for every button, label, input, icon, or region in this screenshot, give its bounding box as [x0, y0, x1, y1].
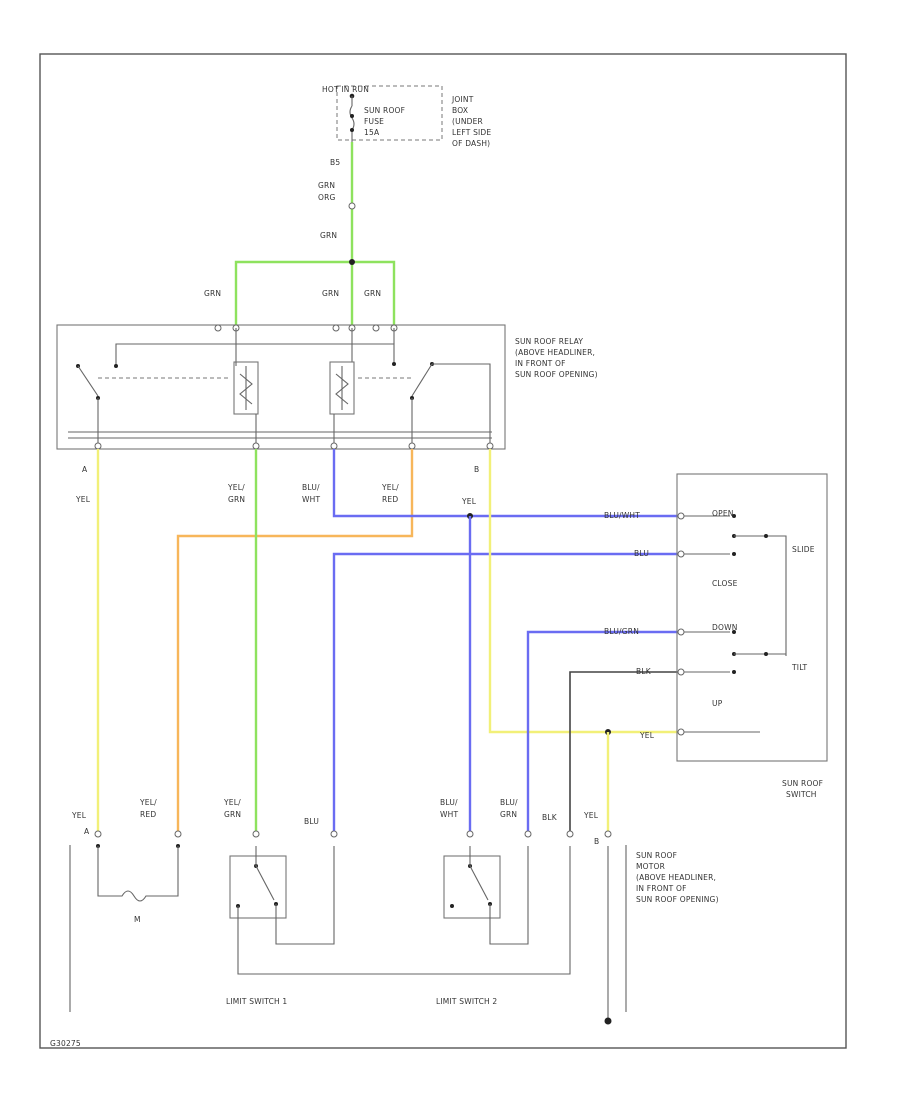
fuse-block: HOT IN RUN SUN ROOF FUSE 15A JOINT BOX (…	[322, 85, 491, 148]
joint-box-line-3: (UNDER	[452, 117, 483, 126]
label-yel-grn-1: YEL/	[227, 483, 245, 492]
motor-label-line-1: SUN ROOF	[636, 851, 677, 860]
sunroof-relay: SUN ROOF RELAY (ABOVE HEADLINER, IN FRON…	[56, 324, 598, 450]
relay-label-line-4: SUN ROOF OPENING)	[515, 370, 598, 379]
label-blu-grn-switch: BLU/GRN	[604, 627, 639, 636]
switch-up: UP	[712, 699, 723, 708]
hot-in-run-label: HOT IN RUN	[322, 85, 369, 94]
label-grn-org-1: GRN	[318, 181, 335, 190]
label-blu-switch: BLU	[634, 549, 649, 558]
joint-box-line-2: BOX	[452, 106, 468, 115]
limit-switch-2-label: LIMIT SWITCH 2	[436, 997, 497, 1006]
motor-symbol	[97, 846, 179, 902]
bottom-yel-a: YEL	[71, 811, 87, 820]
switch-tilt: TILT	[791, 663, 808, 672]
wire-blu-wht	[332, 449, 680, 518]
motor-label-line-2: MOTOR	[636, 862, 665, 871]
label-yel-grn-2: GRN	[228, 495, 245, 504]
bottom-blu-grn-2: GRN	[500, 810, 517, 819]
motor-label-line-3: (ABOVE HEADLINER,	[636, 873, 716, 882]
bottom-blk: BLK	[542, 813, 558, 822]
motor-label-line-4: IN FRONT OF	[636, 884, 687, 893]
switch-down: DOWN	[712, 623, 738, 632]
label-yel-switch: YEL	[639, 731, 655, 740]
bottom-blu: BLU	[304, 817, 319, 826]
bottom-blu-wht-2: WHT	[440, 810, 458, 819]
label-blu-wht-2: WHT	[302, 495, 320, 504]
relay-label-line-1: SUN ROOF RELAY	[515, 337, 583, 346]
switch-close: CLOSE	[712, 579, 738, 588]
bottom-yel-grn-2: GRN	[224, 810, 241, 819]
fuse-line-3: 15A	[364, 128, 380, 137]
label-yel-b: YEL	[461, 497, 477, 506]
label-grn-top: GRN	[320, 231, 337, 240]
bottom-blu-wht-1: BLU/	[440, 798, 458, 807]
switch-open: OPEN	[712, 509, 734, 518]
wire-yel-switch	[488, 449, 680, 734]
switch-slide: SLIDE	[792, 545, 815, 554]
label-grn-org-2: ORG	[318, 193, 336, 202]
wire-grn-left	[234, 260, 352, 326]
wire-grn-right	[352, 260, 396, 326]
motor-m: M	[134, 915, 141, 924]
connector-a: A	[82, 465, 88, 474]
label-yel-red-2: RED	[382, 495, 398, 504]
joint-box-line-1: JOINT	[451, 95, 474, 104]
fuse-line-2: FUSE	[364, 117, 384, 126]
relay-label-line-3: IN FRONT OF	[515, 359, 566, 368]
connector-b: B	[474, 465, 479, 474]
green-feed-wires: B5 GRN ORG GRN GRN GRN GRN	[204, 142, 396, 326]
bottom-connector-a: A	[84, 827, 90, 836]
label-blu-wht-1: BLU/	[302, 483, 320, 492]
limit-switch-1-label: LIMIT SWITCH 1	[226, 997, 287, 1006]
bottom-yel-red-2: RED	[140, 810, 156, 819]
wire-yel-red	[176, 449, 414, 832]
sunroof-motor-assembly: M SUN ROOF MOTOR (ABOVE HEADLINER, IN FR…	[69, 830, 719, 1025]
bottom-wire-labels: YEL YEL/ RED YEL/ GRN BLU BLU/ WHT BLU/ …	[71, 798, 599, 846]
label-yel-relay: YEL	[75, 495, 91, 504]
label-blk-switch: BLK	[636, 667, 652, 676]
bottom-yel-b: YEL	[583, 811, 599, 820]
joint-box-line-5: OF DASH)	[452, 139, 490, 148]
bottom-connector-b: B	[594, 837, 599, 846]
wire-blk	[569, 671, 680, 832]
harness-wires: A B YEL YEL/ GRN BLU/ WHT YEL/ RED YEL B…	[75, 449, 680, 832]
wire-blu-grn	[526, 630, 680, 832]
fuse-line-1: SUN ROOF	[364, 106, 405, 115]
limit-switch-2-box	[443, 855, 501, 919]
limit-switch-1-box	[229, 855, 287, 919]
motor-label-line-5: SUN ROOF OPENING)	[636, 895, 719, 904]
sunroof-switch: OPEN SLIDE CLOSE DOWN TILT UP SUN ROOF S…	[676, 473, 828, 799]
relay-label-line-2: (ABOVE HEADLINER,	[515, 348, 595, 357]
label-grn-center: GRN	[322, 289, 339, 298]
label-grn-right: GRN	[364, 289, 381, 298]
switch-label-1: SUN ROOF	[782, 779, 823, 788]
bottom-blu-grn-1: BLU/	[500, 798, 518, 807]
bottom-yel-grn-1: YEL/	[223, 798, 241, 807]
label-grn-left: GRN	[204, 289, 221, 298]
switch-label-2: SWITCH	[786, 790, 817, 799]
bottom-yel-red-1: YEL/	[139, 798, 157, 807]
label-yel-red-1: YEL/	[381, 483, 399, 492]
wire-blu	[332, 552, 680, 832]
label-blu-wht-switch: BLU/WHT	[604, 511, 640, 520]
figure-id: G30275	[50, 1039, 81, 1048]
diagram-frame	[39, 53, 847, 1049]
pin-b5: B5	[330, 158, 340, 167]
joint-box-line-4: LEFT SIDE	[452, 128, 491, 137]
